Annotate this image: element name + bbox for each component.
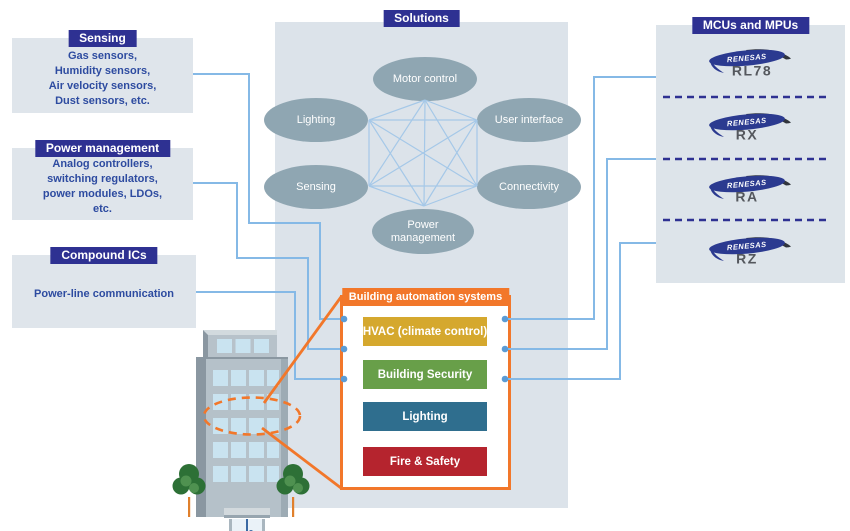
svg-text:RA: RA: [735, 189, 758, 205]
penthouse-windows: [217, 339, 270, 353]
node-lighting: Lighting: [264, 98, 368, 142]
svg-text:RENESAS: RENESAS: [727, 178, 767, 190]
svg-text:RX: RX: [736, 127, 758, 143]
svg-text:RENESAS: RENESAS: [727, 52, 767, 64]
building-automation-callout: Building automation systems HVAC (climat…: [340, 288, 511, 490]
sensing-box-header: Sensing: [68, 30, 137, 47]
power-management-box: Power management Analog controllers, swi…: [12, 140, 193, 220]
node-sensing: Sensing: [264, 165, 368, 209]
building-illustration: [196, 330, 288, 531]
building-windows: [213, 370, 279, 482]
renesas-logo-icon: RENESAS RX: [709, 113, 791, 143]
svg-text:RENESAS: RENESAS: [727, 240, 767, 252]
renesas-logo-icon: RENESAS RL78: [709, 49, 791, 79]
system-bar-hvac: HVAC (climate control): [363, 317, 487, 346]
renesas-rz-logo: RENESAS RZ: [704, 236, 796, 267]
sensing-box: Sensing Gas sensors, Humidity sensors, A…: [12, 30, 193, 113]
renesas-logo-icon: RENESAS RZ: [709, 237, 791, 267]
entrance-door: [229, 519, 265, 531]
renesas-ra-logo: RENESAS RA: [704, 174, 796, 205]
building-penthouse: [203, 330, 277, 357]
compound-ics-box-header: Compound ICs: [50, 247, 158, 264]
power-management-box-header: Power management: [34, 140, 171, 157]
system-bar-fire-safety: Fire & Safety: [363, 447, 487, 476]
svg-text:RL78: RL78: [732, 63, 772, 79]
sensing-box-body: Gas sensors, Humidity sensors, Air veloc…: [48, 49, 157, 107]
power-management-box-body: Analog controllers, switching regulators…: [42, 158, 163, 215]
mcu-mpu-panel: MCUs and MPUs RENESAS RL78 RENESAS RX: [656, 17, 845, 283]
node-user-interface: User interface: [477, 98, 581, 142]
entrance-canopy: [224, 508, 270, 518]
system-bar-building-security: Building Security: [363, 360, 487, 389]
door-split-line: [246, 519, 248, 531]
node-connectivity: Connectivity: [477, 165, 581, 209]
building-tower: [196, 357, 288, 531]
node-motor-control: Motor control: [373, 57, 477, 101]
svg-text:RENESAS: RENESAS: [727, 116, 767, 128]
mcu-mpu-header: MCUs and MPUs: [691, 17, 810, 34]
renesas-rl78-logo: RENESAS RL78: [704, 48, 796, 79]
node-power-management: Power management: [372, 209, 474, 254]
building-automation-header: Building automation systems: [341, 288, 510, 306]
compound-ics-box-body: Power-line communication: [34, 288, 174, 300]
renesas-rx-logo: RENESAS RX: [704, 112, 796, 143]
renesas-logo-icon: RENESAS RA: [709, 175, 791, 205]
compound-ics-box: Compound ICs Power-line communication: [12, 247, 196, 328]
svg-text:RZ: RZ: [736, 251, 758, 267]
solutions-header: Solutions: [383, 10, 460, 27]
system-bar-lighting: Lighting: [363, 402, 487, 431]
